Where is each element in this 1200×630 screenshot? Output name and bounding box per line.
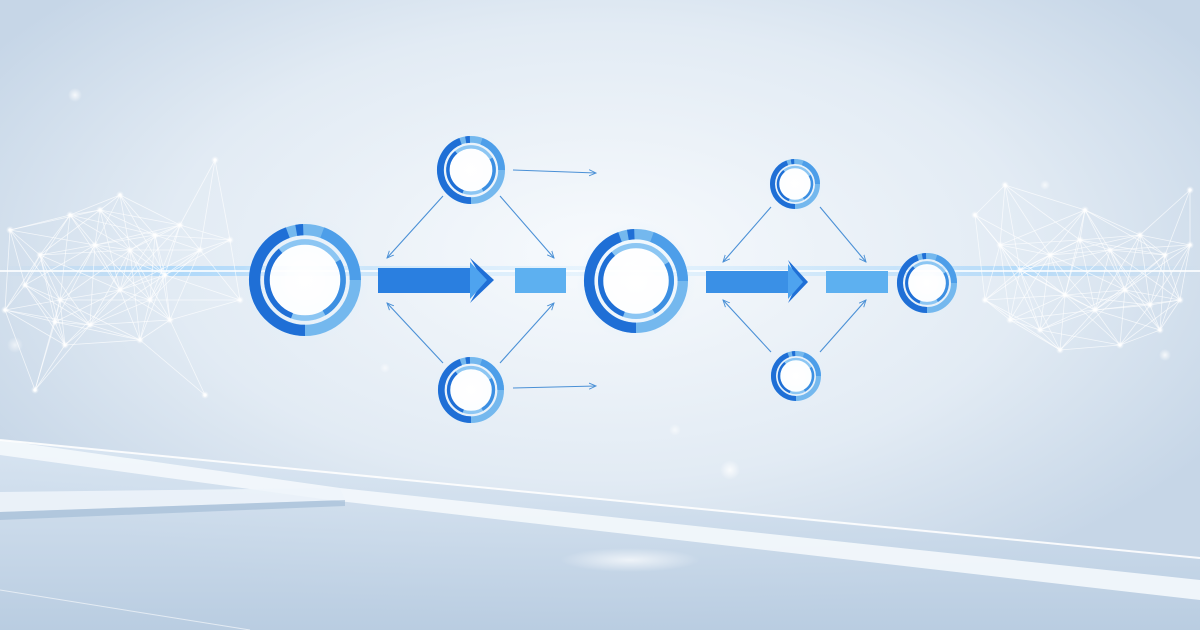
thin-connector-arrows [387,170,866,388]
ring-icon [576,221,696,341]
ring-icon [433,352,509,428]
ring-icon [767,347,825,405]
connector-arrow [819,300,866,353]
connector-arrow [387,195,444,258]
connector-arrow [819,206,866,262]
ring-icon [431,130,511,210]
ring-icon [892,248,962,318]
connector-arrow [499,195,554,258]
main-node-2 [576,221,696,341]
main-node-1 [240,215,370,345]
main-node-3 [892,248,962,318]
connector-arrow [499,303,554,364]
connector-arrow [512,170,596,173]
particle-network-left [1,156,244,399]
ring-icon [240,215,370,345]
ring-icon [766,155,824,213]
branch-node-bottom-1 [433,352,509,428]
glass-platform [0,439,1200,630]
connector-arrow [723,300,772,353]
connector-arrow [387,303,444,364]
connector-arrow [512,386,596,388]
branch-node-bottom-2 [767,347,825,405]
chevron-arrow-icon [378,258,566,303]
branch-node-top-2 [766,155,824,213]
chevron-arrow-icon [706,260,888,303]
branch-node-top-1 [431,130,511,210]
particle-network-right [971,181,1194,354]
flow-nodes [240,130,962,428]
bokeh-lights [7,88,1171,480]
connector-arrow [723,206,772,262]
